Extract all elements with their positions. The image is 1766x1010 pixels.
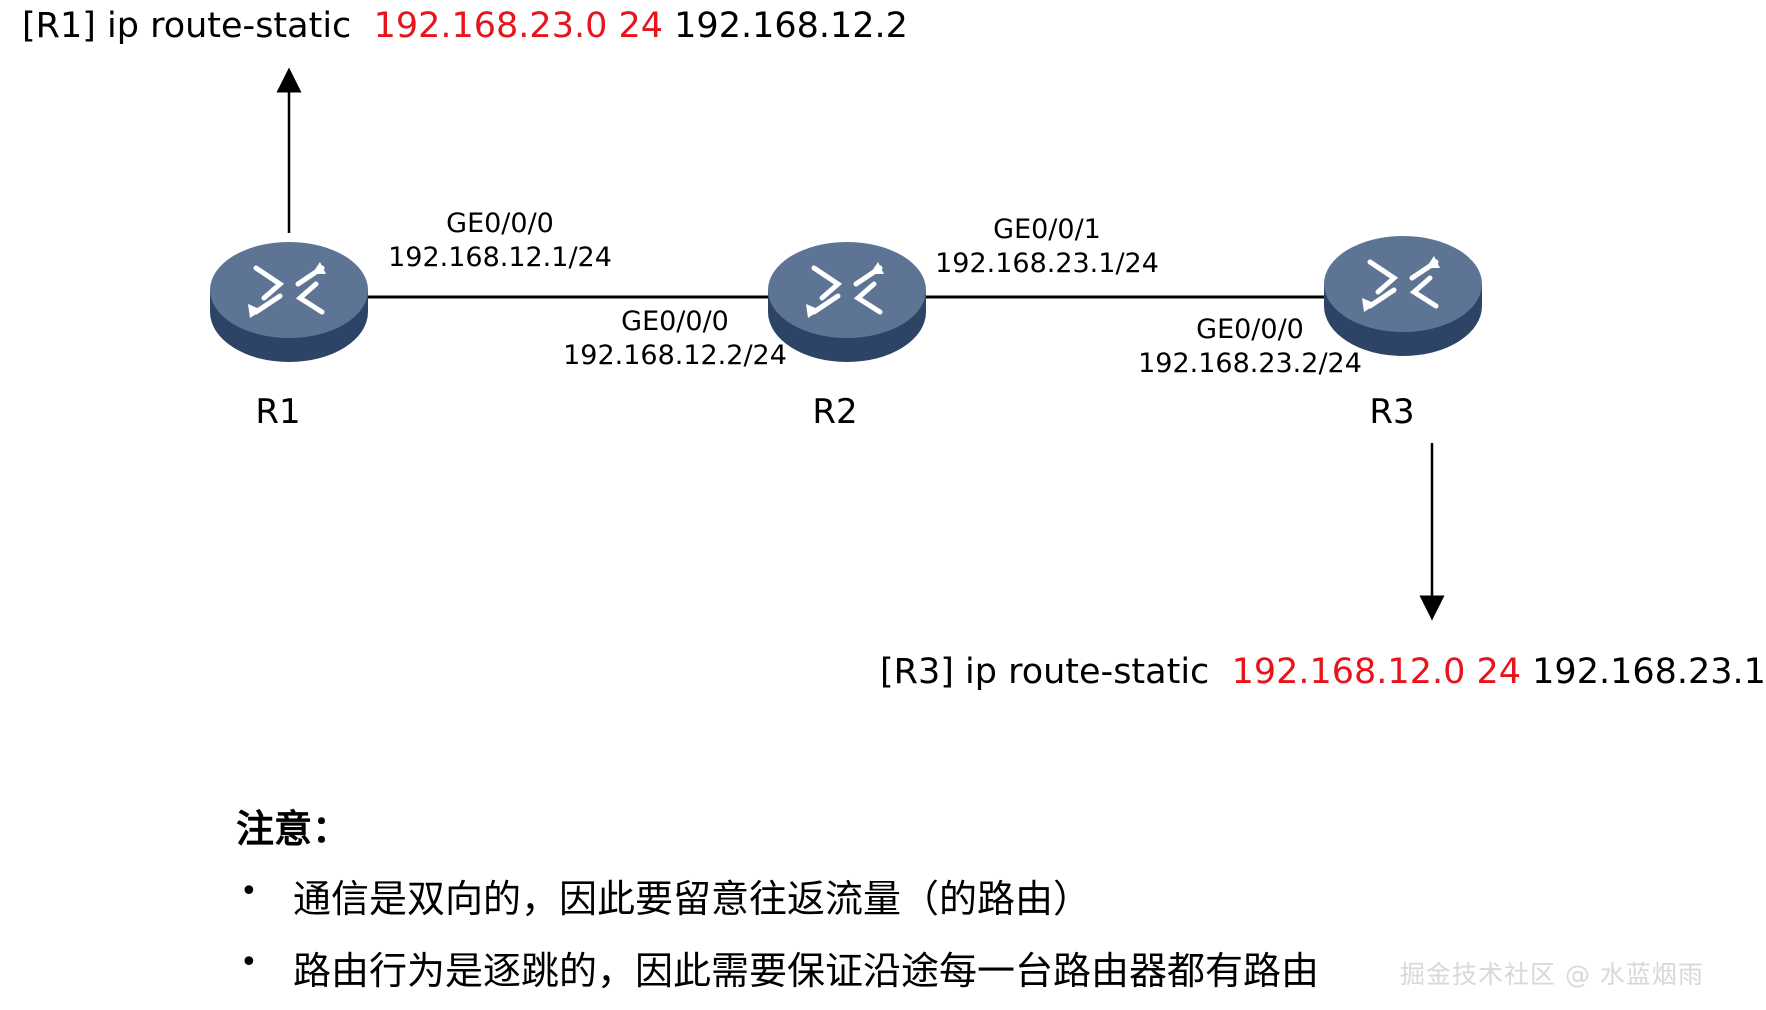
- topology-links: [276, 67, 1445, 621]
- r1-command-prefix: [R1] ip route-static: [22, 6, 352, 46]
- r1-interface-ip: 192.168.12.1/24: [388, 242, 612, 273]
- r2-ge000-interface-ip: 192.168.12.2/24: [563, 340, 787, 371]
- router-icon: [768, 242, 926, 362]
- r3-command-prefix: [R3] ip route-static: [880, 652, 1210, 692]
- notes-title: 注意：: [236, 807, 351, 851]
- bullet-icon: •: [240, 874, 258, 909]
- r1-interface-name: GE0/0/0: [446, 208, 554, 239]
- r3-interface-ip: 192.168.23.2/24: [1138, 348, 1362, 379]
- r3-command-nexthop: 192.168.23.1: [1532, 652, 1766, 692]
- router-icon: [1324, 236, 1482, 356]
- r2-ge000-interface-name: GE0/0/0: [621, 306, 729, 337]
- router-icon: [210, 242, 368, 362]
- watermark: 掘金技术社区 @ 水蓝烟雨: [1400, 960, 1704, 989]
- r1-command-destination: 192.168.23.0 24: [373, 6, 664, 46]
- r2-ge001-interface-ip: 192.168.23.1/24: [935, 248, 1159, 279]
- r3-command-destination: 192.168.12.0 24: [1231, 652, 1522, 692]
- note-item: 通信是双向的，因此要留意往返流量（的路由）: [293, 877, 1092, 921]
- r2-ge001-interface-name: GE0/0/1: [993, 214, 1101, 245]
- note-item: 路由行为是逐跳的，因此需要保证沿途每一台路由器都有路由: [293, 949, 1320, 993]
- router-label-r2: R2: [812, 392, 858, 432]
- r3-static-route-command: [R3] ip route-static 192.168.12.0 24 192…: [880, 652, 1766, 692]
- router-label-r1: R1: [255, 392, 301, 432]
- router-label-r3: R3: [1369, 392, 1415, 432]
- r1-command-nexthop: 192.168.12.2: [674, 6, 908, 46]
- r1-static-route-command: [R1] ip route-static 192.168.23.0 24 192…: [22, 6, 908, 46]
- r3-interface-name: GE0/0/0: [1196, 314, 1304, 345]
- bullet-icon: •: [240, 945, 258, 980]
